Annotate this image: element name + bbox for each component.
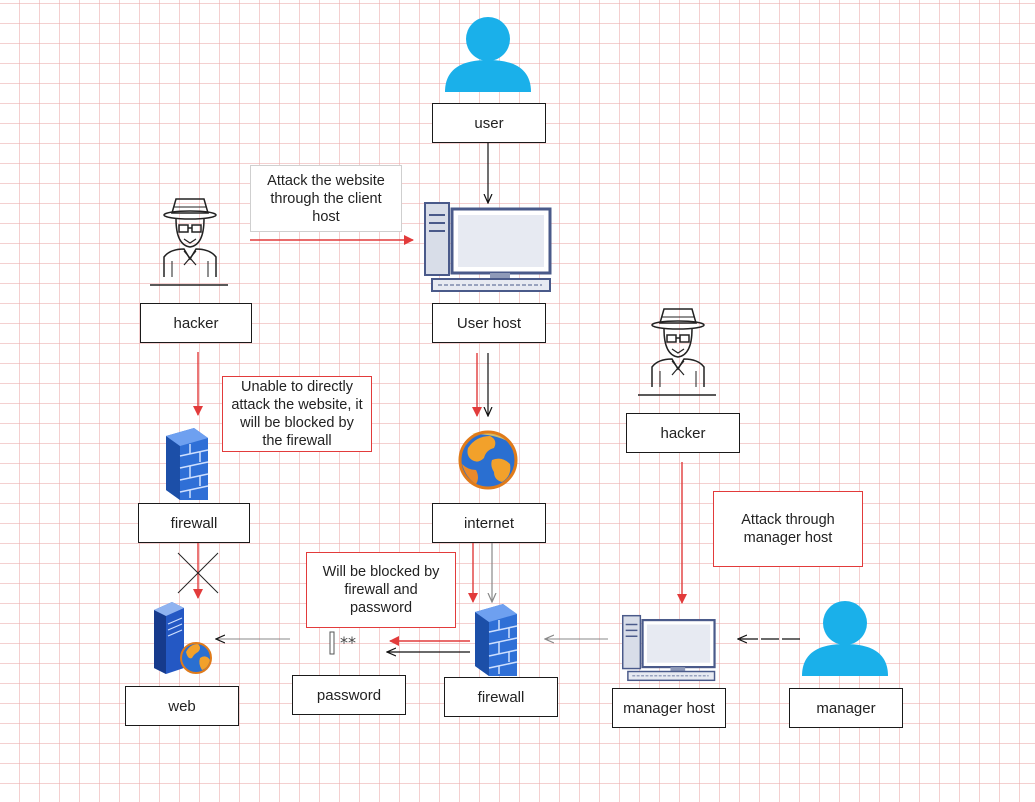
user-host-label: User host — [432, 303, 546, 343]
hacker-right-label: hacker — [626, 413, 740, 453]
firewall-center-label: firewall — [444, 677, 558, 717]
password-icon: ** — [329, 631, 356, 655]
note-attack-manager-host: Attack through manager host — [713, 491, 863, 567]
user-icon — [445, 17, 531, 92]
hacker-icon — [638, 308, 716, 396]
web-label: web — [125, 686, 239, 726]
manager-icon — [802, 601, 888, 676]
computer-icon — [622, 614, 716, 682]
computer-icon — [424, 202, 552, 292]
firewall-icon — [166, 428, 209, 500]
password-label: password — [292, 675, 406, 715]
note-unable-direct: Unable to directly attack the website, i… — [222, 376, 372, 452]
hacker-icon — [150, 198, 228, 286]
internet-label: internet — [432, 503, 546, 543]
firewall-icon — [475, 604, 518, 676]
note-attack-client-host: Attack the website through the client ho… — [250, 165, 402, 232]
note-blocked-firewall-password: Will be blocked by firewall and password — [306, 552, 456, 628]
user-label: user — [432, 103, 546, 143]
globe-icon — [458, 430, 518, 490]
server-icon — [154, 602, 212, 674]
manager-label: manager — [789, 688, 903, 728]
manager-host-label: manager host — [612, 688, 726, 728]
firewall-label: firewall — [138, 503, 250, 543]
svg-text:**: ** — [340, 633, 356, 652]
hacker-label: hacker — [140, 303, 252, 343]
blocked-x-mark-b — [177, 552, 219, 594]
